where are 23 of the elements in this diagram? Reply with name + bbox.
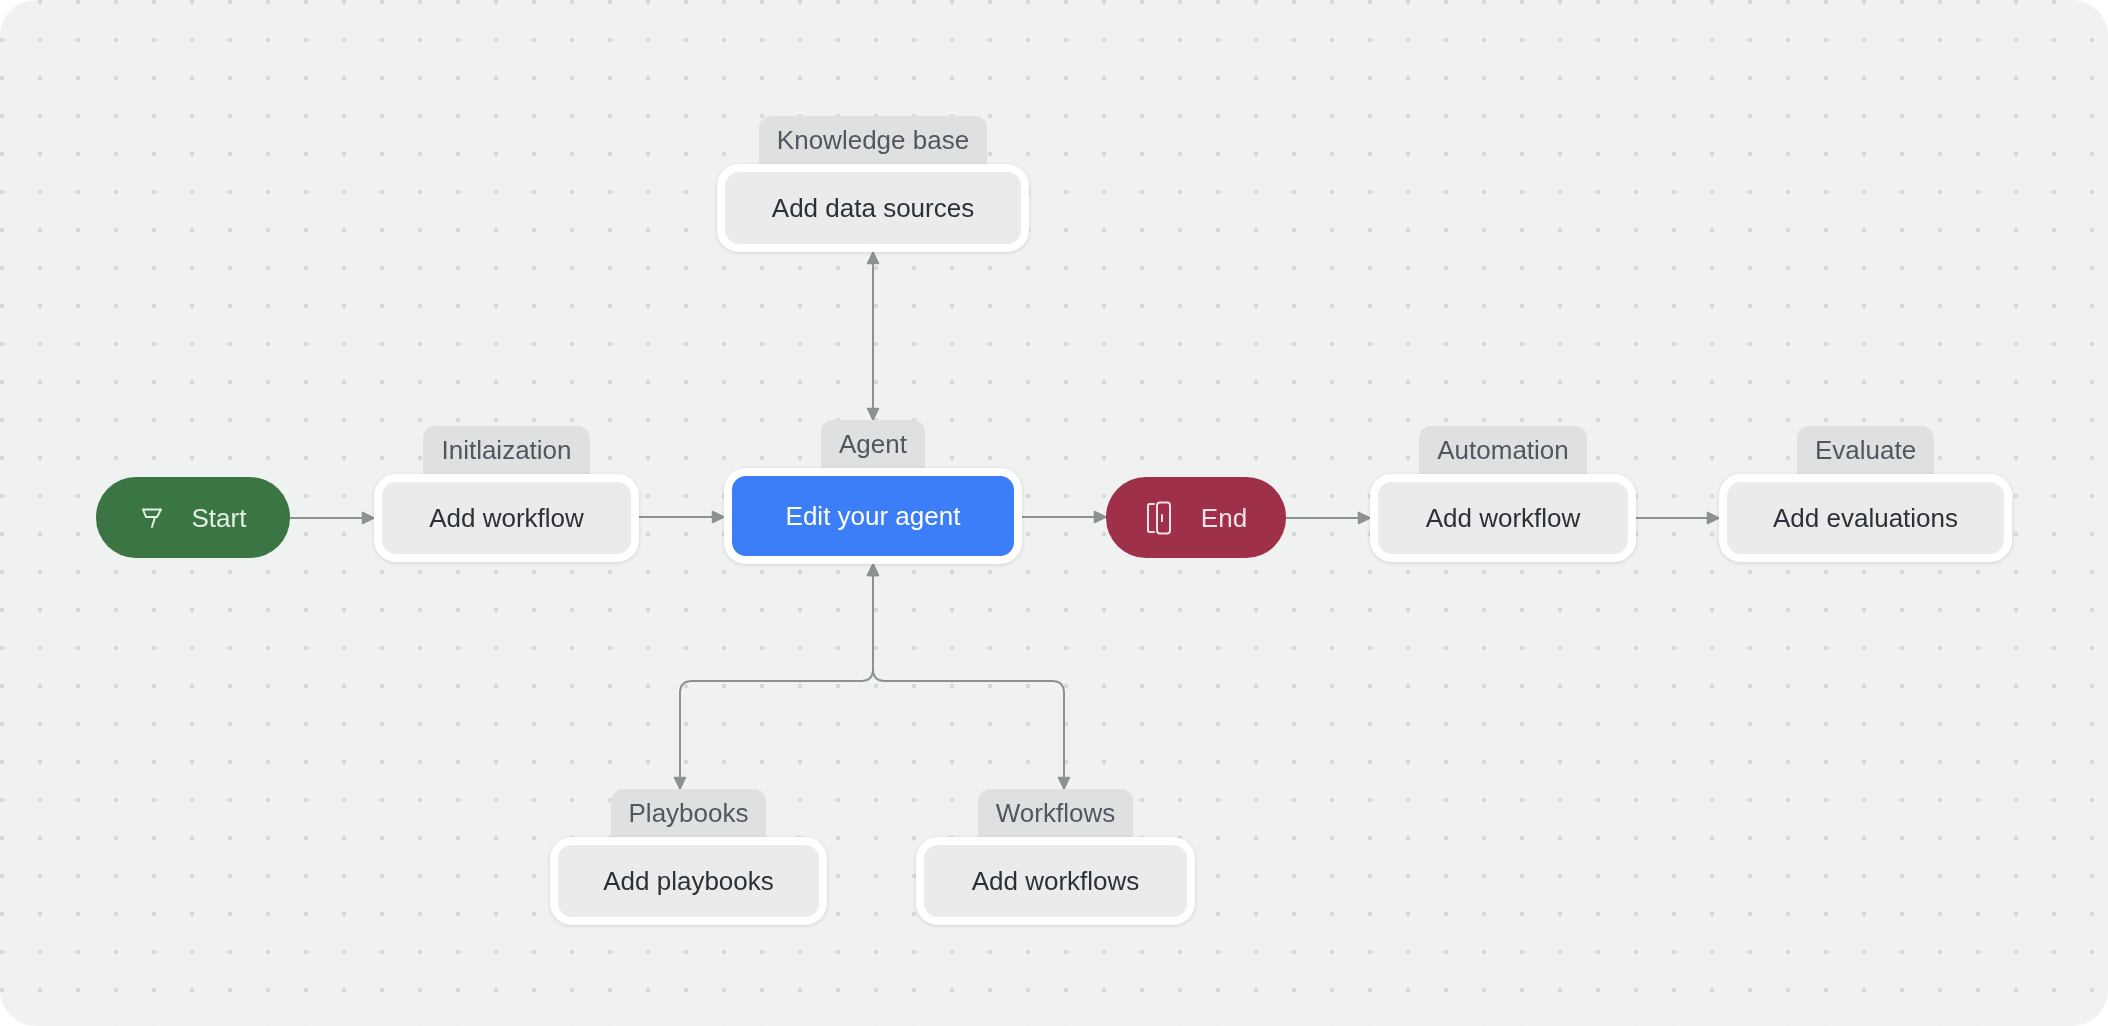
step-card: Add playbooks: [550, 837, 827, 925]
step-card: Add evaluations: [1719, 474, 2012, 562]
section-tab: Evaluate: [1796, 426, 1935, 474]
agent-card: Edit your agent: [724, 468, 1022, 564]
step-card: Add workflow: [374, 474, 639, 562]
step-card: Add data sources: [717, 164, 1029, 252]
arrow: [1635, 511, 1720, 525]
section-tab: Agent: [821, 420, 925, 468]
arrow: [638, 510, 725, 524]
terminal-label: End: [1200, 501, 1248, 534]
section-tab: Automation: [1419, 426, 1587, 474]
arrow: [1285, 511, 1371, 525]
double-arrow: [866, 251, 880, 421]
arrow: [289, 511, 375, 525]
section-tab: Knowledge base: [758, 116, 988, 164]
arrow: [1021, 510, 1107, 524]
section-tab: Playbooks: [610, 789, 767, 837]
section-tab: Workflows: [977, 789, 1134, 837]
step-card: Add workflows: [916, 837, 1195, 925]
double-arrow: [866, 563, 1071, 790]
step-card: Add workflow: [1370, 474, 1636, 562]
section-tab: Initlaization: [423, 426, 590, 474]
terminal-label: Start: [191, 501, 247, 534]
